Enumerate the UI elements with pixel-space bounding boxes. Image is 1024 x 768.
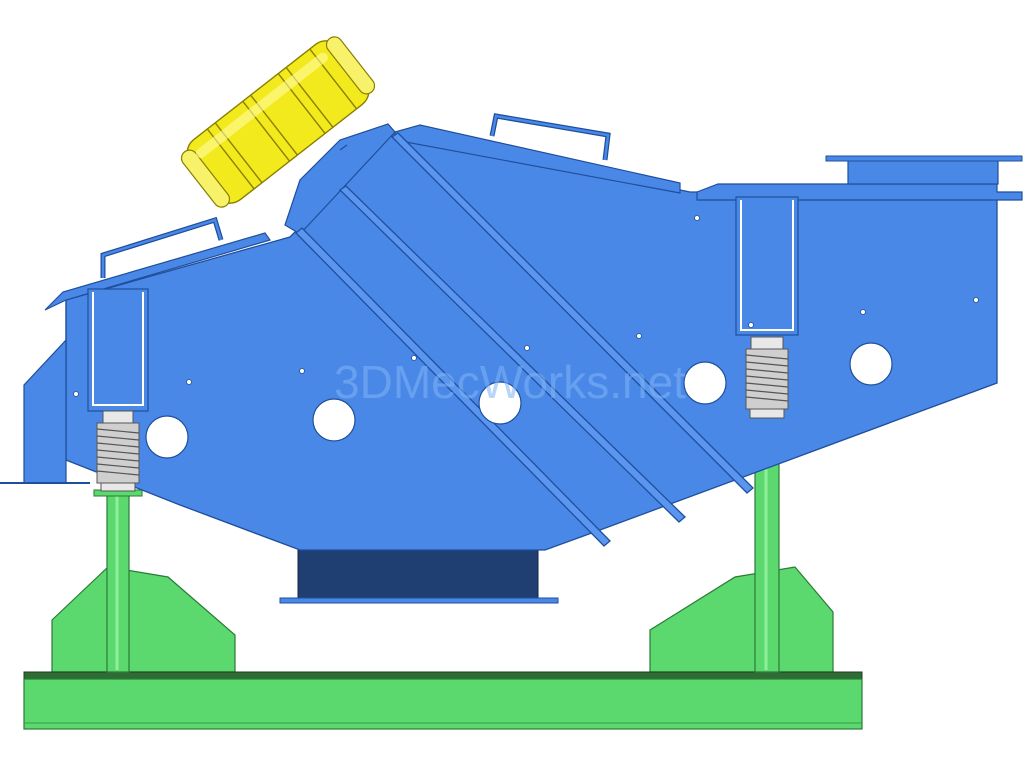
stiffener-ribs bbox=[295, 132, 754, 547]
bolt-holes bbox=[73, 215, 979, 397]
discharge-chute bbox=[279, 549, 559, 604]
hole bbox=[478, 381, 522, 425]
left-coil-spring bbox=[96, 410, 140, 492]
base-beam bbox=[23, 678, 863, 730]
right-coil-spring bbox=[745, 336, 789, 419]
vibration-motor-icon bbox=[180, 36, 376, 208]
screen-body bbox=[0, 113, 1023, 551]
feed-lip bbox=[44, 232, 271, 311]
hole bbox=[683, 361, 727, 405]
hole bbox=[145, 415, 189, 459]
left-spring-pocket bbox=[87, 288, 149, 412]
right-support-block bbox=[649, 566, 834, 673]
base-beam-top-flange bbox=[23, 671, 863, 680]
discharge-flange bbox=[279, 597, 559, 604]
right-spring-pocket bbox=[735, 196, 799, 336]
inlet-flange bbox=[825, 155, 1023, 162]
watermark-text: 3DMecWorks.net bbox=[334, 356, 686, 408]
left-support-block bbox=[51, 566, 236, 673]
inlet-box bbox=[847, 159, 999, 185]
hole bbox=[849, 342, 893, 386]
feed-end-hopper bbox=[23, 300, 67, 484]
hole bbox=[312, 398, 356, 442]
inspection-holes bbox=[145, 342, 893, 459]
